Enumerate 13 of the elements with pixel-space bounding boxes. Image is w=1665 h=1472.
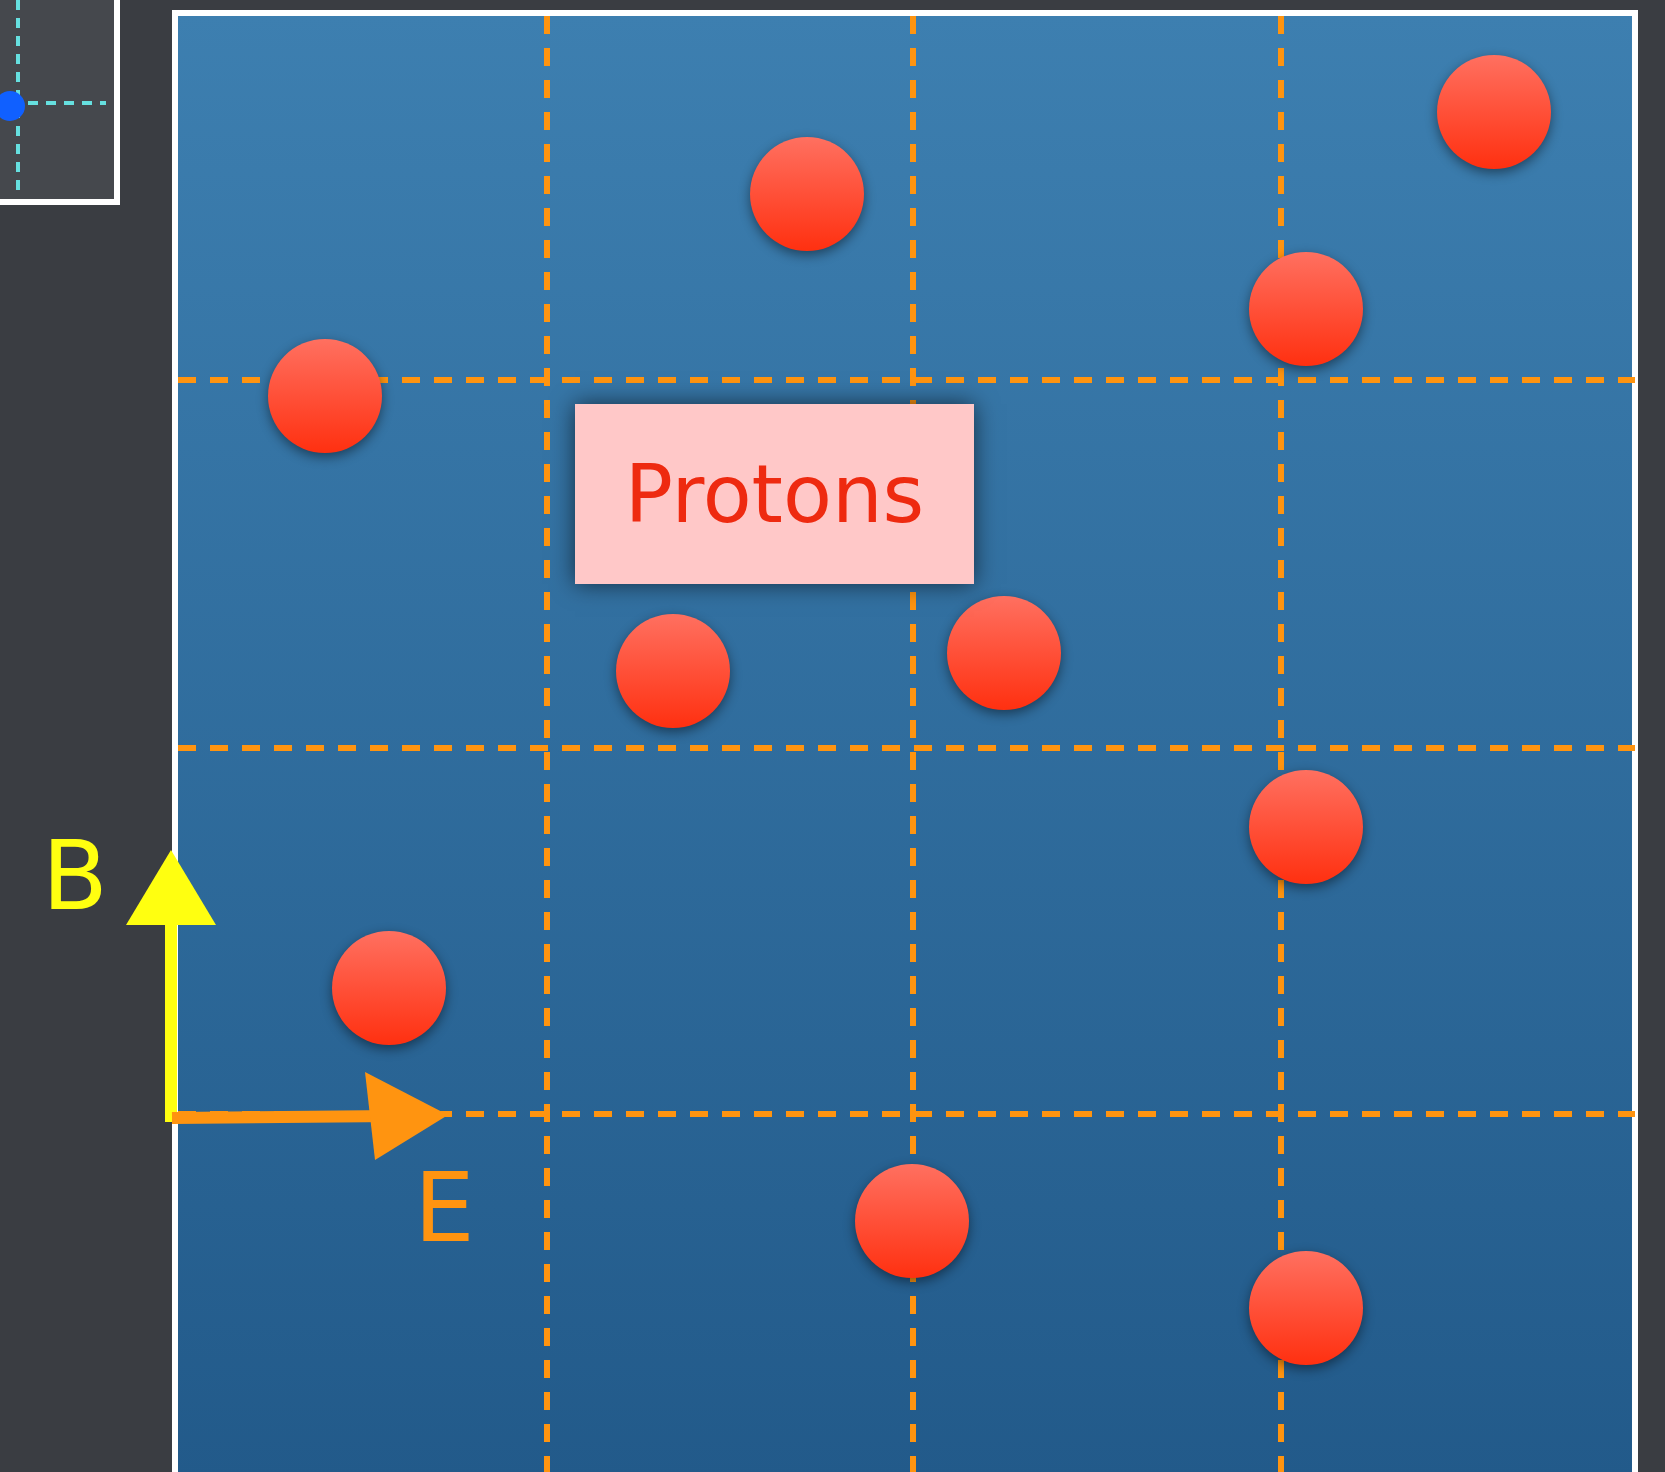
proton-circle xyxy=(1437,55,1551,169)
proton-circle xyxy=(947,596,1061,710)
label-box: Protons xyxy=(575,404,974,584)
proton-circle xyxy=(268,339,382,453)
proton-circle xyxy=(1249,252,1363,366)
proton-circle xyxy=(1249,770,1363,884)
proton-circle xyxy=(1249,1251,1363,1365)
proton-circle xyxy=(616,614,730,728)
proton-circle xyxy=(332,931,446,1045)
proton-circle xyxy=(750,137,864,251)
proton-circle xyxy=(855,1164,969,1278)
field-label: B xyxy=(42,828,108,924)
field-label: E xyxy=(414,1160,475,1256)
